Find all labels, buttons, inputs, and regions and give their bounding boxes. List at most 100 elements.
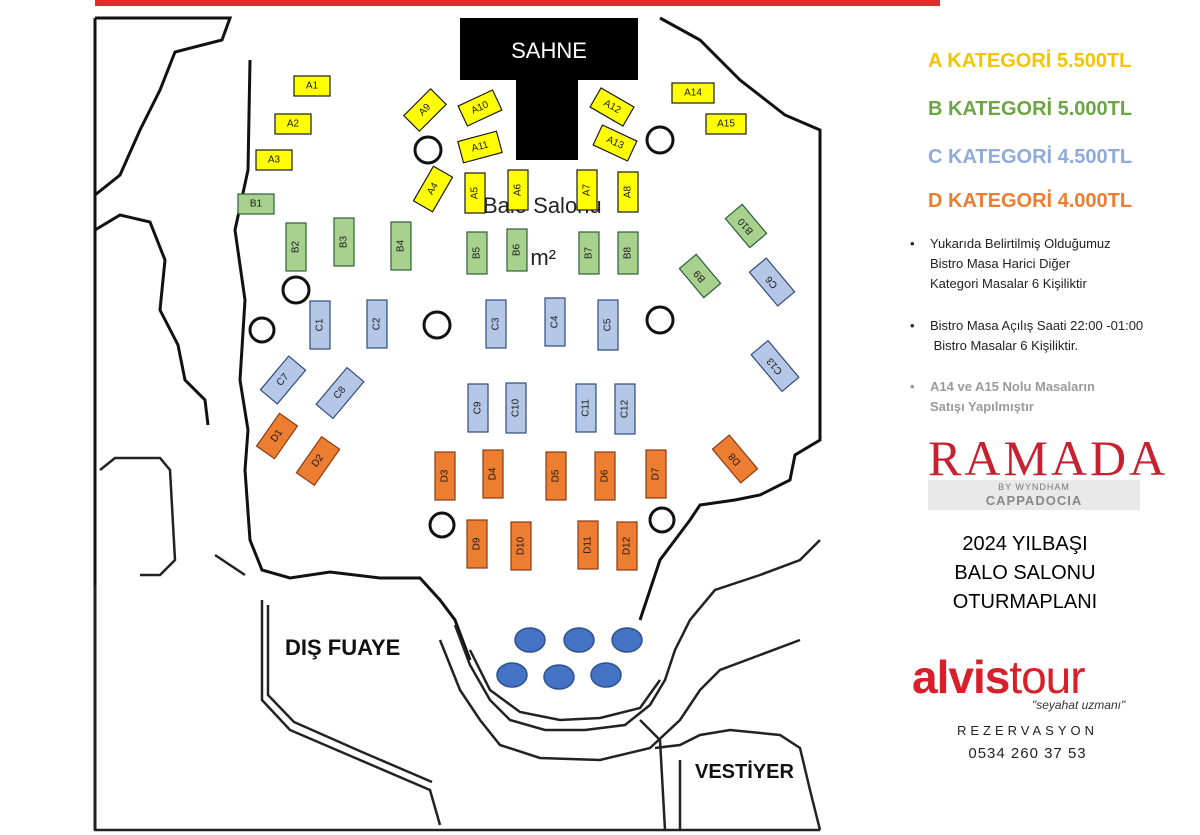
- table-shape[interactable]: [457, 89, 503, 127]
- table-shape[interactable]: [255, 149, 293, 171]
- table-a4[interactable]: A4: [412, 165, 454, 213]
- table-shape[interactable]: [309, 300, 331, 350]
- table-shape[interactable]: [671, 82, 715, 104]
- table-shape[interactable]: [467, 383, 489, 433]
- table-shape[interactable]: [645, 449, 667, 499]
- table-shape[interactable]: [724, 203, 768, 249]
- table-shape[interactable]: [482, 449, 504, 499]
- table-a14[interactable]: A14: [671, 82, 715, 104]
- table-b5[interactable]: B5: [466, 231, 488, 275]
- table-d5[interactable]: D5: [545, 451, 567, 501]
- table-shape[interactable]: [617, 231, 639, 275]
- table-a3[interactable]: A3: [255, 149, 293, 171]
- table-b2[interactable]: B2: [285, 222, 307, 272]
- table-shape[interactable]: [237, 193, 275, 215]
- table-shape[interactable]: [578, 231, 600, 275]
- table-d12[interactable]: D12: [616, 521, 638, 571]
- table-shape[interactable]: [616, 521, 638, 571]
- table-b4[interactable]: B4: [390, 221, 412, 271]
- table-shape[interactable]: [617, 171, 639, 213]
- table-d7[interactable]: D7: [645, 449, 667, 499]
- table-a8[interactable]: A8: [617, 171, 639, 213]
- table-shape[interactable]: [577, 520, 599, 570]
- table-shape[interactable]: [614, 383, 636, 435]
- table-c4[interactable]: C4: [544, 297, 566, 347]
- table-shape[interactable]: [390, 221, 412, 271]
- table-a5[interactable]: A5: [464, 172, 486, 214]
- table-b10[interactable]: B10: [724, 203, 768, 249]
- table-shape[interactable]: [333, 217, 355, 267]
- table-shape[interactable]: [434, 451, 456, 501]
- table-c11[interactable]: C11: [575, 383, 597, 433]
- reservation-phone[interactable]: 0534 260 37 53: [968, 745, 1087, 762]
- table-shape[interactable]: [295, 435, 341, 487]
- table-d2[interactable]: D2: [295, 435, 341, 487]
- bistro-table[interactable]: [563, 627, 595, 653]
- table-b7[interactable]: B7: [578, 231, 600, 275]
- table-shape[interactable]: [466, 519, 488, 569]
- table-d9[interactable]: D9: [466, 519, 488, 569]
- table-c13[interactable]: C13: [750, 339, 800, 393]
- table-shape[interactable]: [750, 339, 800, 393]
- table-c2[interactable]: C2: [366, 299, 388, 349]
- table-c3[interactable]: C3: [485, 299, 507, 349]
- table-b3[interactable]: B3: [333, 217, 355, 267]
- table-shape[interactable]: [412, 165, 454, 213]
- table-b6[interactable]: B6: [506, 228, 528, 272]
- table-shape[interactable]: [589, 87, 635, 127]
- table-shape[interactable]: [259, 355, 307, 405]
- table-a13[interactable]: A13: [592, 124, 638, 162]
- bistro-table[interactable]: [514, 627, 546, 653]
- table-shape[interactable]: [748, 257, 796, 307]
- table-c8[interactable]: C8: [315, 366, 365, 420]
- table-shape[interactable]: [510, 521, 532, 571]
- table-a7[interactable]: A7: [576, 169, 598, 211]
- table-shape[interactable]: [402, 87, 448, 133]
- table-c5[interactable]: C5: [597, 299, 619, 351]
- table-d1[interactable]: D1: [255, 412, 299, 460]
- table-shape[interactable]: [293, 75, 331, 97]
- table-d11[interactable]: D11: [577, 520, 599, 570]
- table-shape[interactable]: [315, 366, 365, 420]
- table-d4[interactable]: D4: [482, 449, 504, 499]
- table-b9[interactable]: B9: [678, 253, 722, 299]
- bistro-table[interactable]: [590, 662, 622, 688]
- table-shape[interactable]: [366, 299, 388, 349]
- table-shape[interactable]: [592, 124, 638, 162]
- table-c12[interactable]: C12: [614, 383, 636, 435]
- table-shape[interactable]: [464, 172, 486, 214]
- table-shape[interactable]: [507, 169, 529, 211]
- table-d3[interactable]: D3: [434, 451, 456, 501]
- table-shape[interactable]: [544, 297, 566, 347]
- table-shape[interactable]: [705, 113, 747, 135]
- table-a12[interactable]: A12: [589, 87, 635, 127]
- table-a6[interactable]: A6: [507, 169, 529, 211]
- table-shape[interactable]: [711, 434, 759, 484]
- table-a9[interactable]: A9: [402, 87, 448, 133]
- table-shape[interactable]: [285, 222, 307, 272]
- table-c10[interactable]: C10: [505, 382, 527, 434]
- table-c7[interactable]: C7: [259, 355, 307, 405]
- table-shape[interactable]: [466, 231, 488, 275]
- table-a11[interactable]: A11: [457, 130, 503, 164]
- table-c1[interactable]: C1: [309, 300, 331, 350]
- table-a15[interactable]: A15: [705, 113, 747, 135]
- table-shape[interactable]: [255, 412, 299, 460]
- table-shape[interactable]: [576, 169, 598, 211]
- table-shape[interactable]: [505, 382, 527, 434]
- table-shape[interactable]: [594, 451, 616, 501]
- table-b8[interactable]: B8: [617, 231, 639, 275]
- table-a1[interactable]: A1: [293, 75, 331, 97]
- table-shape[interactable]: [506, 228, 528, 272]
- table-d10[interactable]: D10: [510, 521, 532, 571]
- table-shape[interactable]: [457, 130, 503, 164]
- table-shape[interactable]: [597, 299, 619, 351]
- bistro-table[interactable]: [496, 662, 528, 688]
- table-c9[interactable]: C9: [467, 383, 489, 433]
- table-a2[interactable]: A2: [274, 113, 312, 135]
- table-d8[interactable]: D8: [711, 434, 759, 484]
- table-shape[interactable]: [575, 383, 597, 433]
- table-d6[interactable]: D6: [594, 451, 616, 501]
- table-b1[interactable]: B1: [237, 193, 275, 215]
- table-shape[interactable]: [545, 451, 567, 501]
